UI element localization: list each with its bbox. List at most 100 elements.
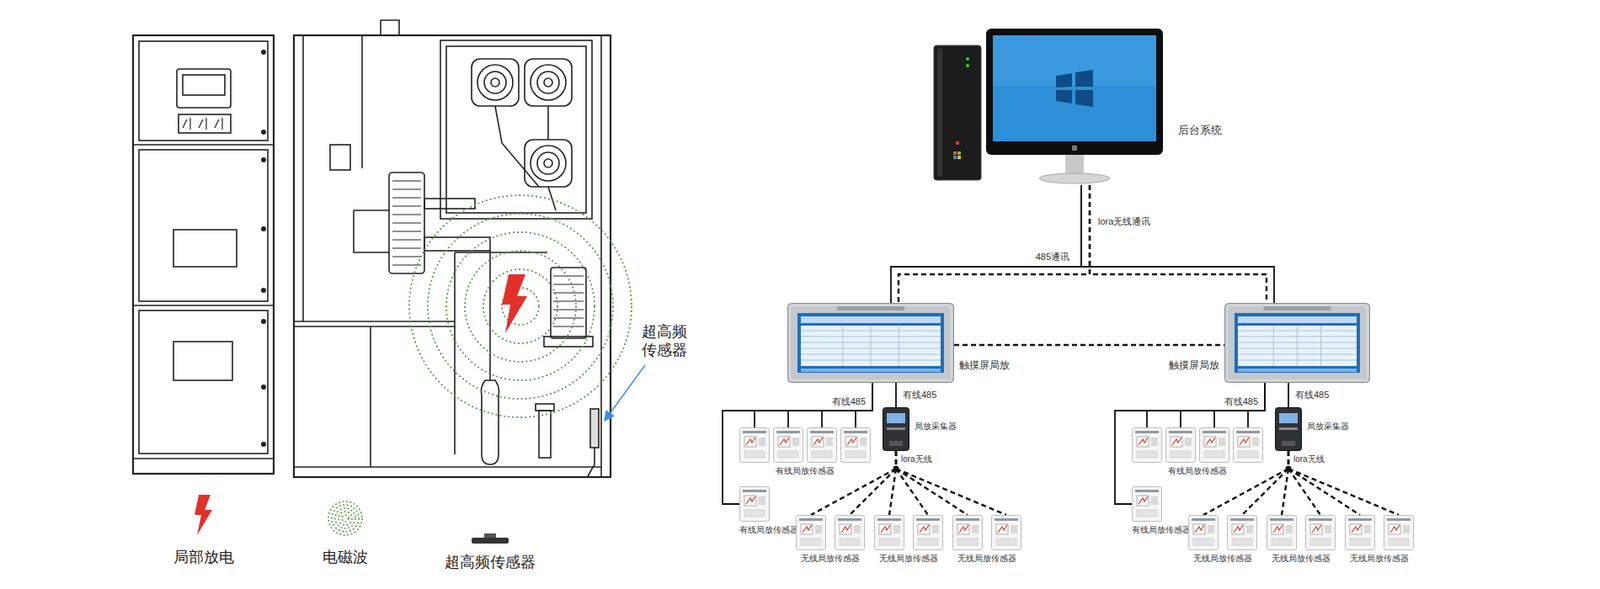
- front-panel: [133, 304, 274, 307]
- pd-collector-graphic: [1279, 413, 1298, 424]
- touch-screen-unit-graphic: [1237, 325, 1357, 367]
- switchgear-section: [424, 198, 475, 209]
- switchgear-section: [490, 78, 500, 87]
- front-panel: [261, 384, 267, 390]
- sensor-icon: [1189, 516, 1219, 551]
- sensor-icon: [1191, 518, 1216, 522]
- host-computer-graphic: [955, 141, 960, 145]
- switchgear-section: [544, 336, 593, 347]
- sensor-icon: [740, 487, 770, 523]
- sensor-icon: [839, 538, 860, 546]
- sensor-icon: [758, 437, 766, 447]
- wired-link: [1146, 383, 1265, 428]
- touch-screen-unit-graphic: [1225, 304, 1371, 384]
- sensor-icon: [744, 496, 757, 507]
- pd-collector-graphic: [886, 427, 906, 431]
- switchgear-section: [471, 58, 519, 107]
- switchgear-section: [544, 159, 553, 168]
- callout-label: 超高频传感器: [641, 323, 691, 360]
- pd-collector-graphic: [886, 413, 906, 424]
- pd-collector-graphic: [889, 441, 903, 447]
- sensor-icon: [776, 431, 800, 434]
- switchgear-section: [538, 410, 551, 459]
- sensor-icon: [1306, 516, 1336, 551]
- switchgear-section: [524, 58, 572, 107]
- switchgear-section: [495, 106, 556, 211]
- legend-samples: [331, 505, 359, 533]
- sensor-icon: [811, 437, 824, 448]
- front-panel: [173, 341, 233, 381]
- link-label: 有线485: [1293, 389, 1331, 402]
- sensor-icon: [1236, 431, 1260, 434]
- switchgear-section: [587, 448, 595, 477]
- touch-screen-unit-graphic: [1237, 316, 1357, 324]
- sensor-icon: [1383, 515, 1414, 551]
- sensor-label: 无线局放传感器: [795, 553, 865, 566]
- wired-link: [1081, 185, 1275, 304]
- sensor-icon: [952, 515, 983, 551]
- switchgear-section: [537, 71, 560, 94]
- host-computer-graphic: [1075, 90, 1094, 107]
- front-panel: [133, 144, 274, 146]
- sensor-icon: [1010, 525, 1018, 534]
- device-label: 局放采集器: [914, 421, 957, 433]
- legend-samples: [328, 501, 363, 536]
- switchgear-section: [440, 40, 592, 219]
- sensor-icon: [1230, 518, 1254, 522]
- sensor-icon: [1136, 451, 1158, 459]
- switchgear-section: [530, 64, 566, 101]
- sensor-icon: [841, 525, 851, 534]
- host-computer-graphic: [953, 155, 957, 160]
- sensor-icon: [800, 538, 822, 546]
- pd-collector: 局放采集器: [882, 407, 910, 452]
- wired-link: [754, 383, 873, 428]
- sensor-icon: [1351, 525, 1361, 534]
- switchgear-section: [293, 466, 602, 469]
- front-panel: [182, 117, 223, 130]
- switchgear-section: [424, 237, 491, 251]
- antenna-label: lora无线: [901, 454, 933, 465]
- switchgear-section: [530, 145, 566, 182]
- sensor-icon: [1252, 437, 1259, 447]
- sensor-icon: [1390, 525, 1400, 534]
- sensor-icon: [841, 428, 871, 464]
- sensor-icon: [917, 524, 930, 535]
- sensor-icon: [1135, 490, 1159, 493]
- sensor-icon: [916, 518, 940, 522]
- sensor-icon: [1246, 525, 1254, 534]
- sensor-icon: [1151, 437, 1158, 447]
- front-panel: [138, 41, 268, 141]
- switchgear-section: [590, 409, 599, 448]
- sensor-icon: [740, 428, 770, 464]
- switchgear-section: [330, 144, 351, 171]
- sensor-icon: [1310, 524, 1323, 535]
- wireless-sensor-pair: 无线局放传感器: [795, 515, 865, 566]
- sensor-icon: [913, 516, 944, 551]
- electromagnetic-wave: [446, 232, 595, 381]
- legend-text: 电磁波: [322, 549, 368, 566]
- sensor-icon: [773, 428, 804, 464]
- switchgear-section: [353, 210, 390, 253]
- sensor-icon: [1151, 496, 1158, 506]
- sensor-icon: [1266, 515, 1297, 551]
- sensor-icon: [953, 516, 983, 551]
- pd-collector: 局放采集器: [1274, 407, 1302, 452]
- legend-samples: [194, 495, 213, 536]
- sensor-icon: [912, 515, 944, 551]
- touch-screen-unit-graphic: [1296, 325, 1298, 367]
- sensor-icon: [879, 538, 900, 546]
- host-computer-graphic: [953, 151, 957, 155]
- sensor-row: [1131, 486, 1191, 523]
- host-computer-graphic: [937, 48, 943, 177]
- touch-screen-unit-graphic: [1264, 306, 1332, 311]
- sensor-icon: [1199, 427, 1230, 464]
- sensor-icon: [959, 525, 969, 534]
- sensor-label: 无线局放传感器: [952, 553, 1022, 566]
- touch-screen-unit-graphic: [1226, 305, 1368, 381]
- sensor-icon: [1269, 518, 1294, 522]
- sensor-row: [1131, 427, 1264, 464]
- legend-text: 局部放电: [173, 549, 235, 566]
- sensor-row: [1266, 515, 1336, 551]
- wireless-sensor-pair: 无线局放传感器: [1188, 515, 1258, 566]
